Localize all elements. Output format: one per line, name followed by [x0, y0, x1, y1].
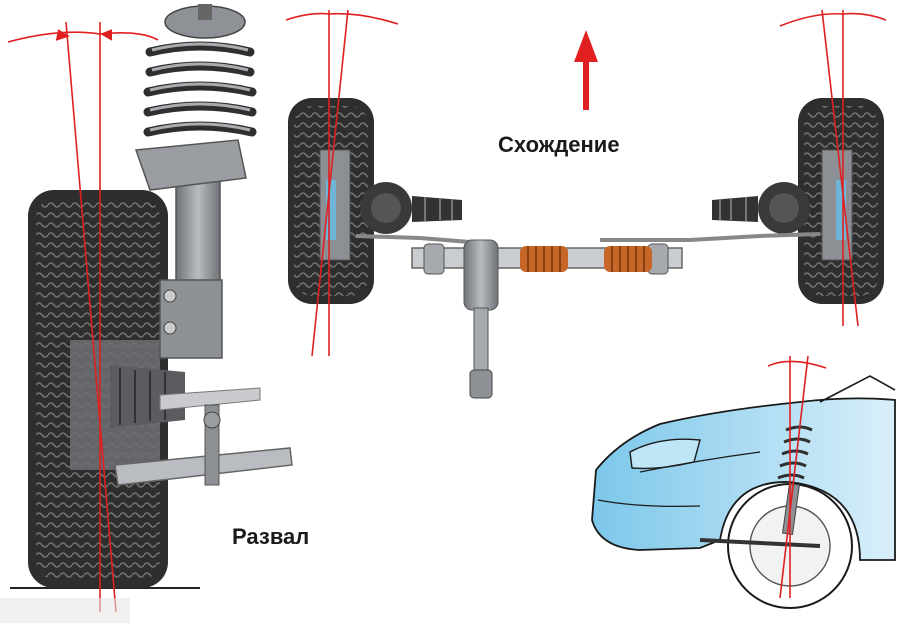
caster-assembly — [591, 355, 896, 609]
cv-boot — [110, 365, 185, 428]
spring-highlights — [149, 42, 251, 132]
hood-line — [639, 451, 761, 473]
toe-left-cv — [360, 182, 462, 234]
camber-label: Развал — [232, 524, 310, 549]
stabilizer-bushing — [203, 411, 221, 429]
car-body — [591, 397, 896, 561]
caster-angle-lines — [767, 355, 827, 599]
tie-rod-right — [600, 232, 821, 242]
strut-bolt-lower — [163, 321, 177, 335]
steering-coupling — [469, 369, 493, 399]
toe-right-cv — [712, 182, 810, 234]
toe-assembly — [285, 9, 887, 399]
toe-left-disc — [326, 180, 336, 240]
camber-assembly — [7, 4, 293, 613]
rack-boot-left — [520, 246, 568, 272]
bumper-line — [597, 499, 701, 507]
headlight — [629, 438, 701, 470]
watermark-strip — [0, 598, 130, 623]
pinion-housing — [463, 239, 499, 311]
rack-boot-right — [604, 246, 652, 272]
tie-rod-left — [355, 234, 471, 244]
upper-link — [159, 387, 261, 411]
caster-lower-arm — [699, 538, 821, 548]
strut-mount — [134, 139, 247, 191]
toe-label: Схождение — [498, 132, 620, 157]
toe-angle-lines — [285, 9, 887, 357]
top-mount-stud — [198, 4, 212, 20]
windshield-line — [819, 375, 896, 403]
lower-control-arm — [114, 447, 293, 486]
rack-clamp-left — [423, 243, 445, 275]
camber-angle-lines — [7, 21, 159, 613]
steering-shaft — [473, 307, 489, 381]
toe-right-hub — [821, 149, 853, 261]
strut-bolt-upper — [163, 289, 177, 303]
arrow-up-icon — [574, 30, 598, 110]
strut-bracket — [159, 279, 223, 359]
toe-right-disc — [836, 180, 846, 240]
coil-spring — [143, 41, 257, 137]
